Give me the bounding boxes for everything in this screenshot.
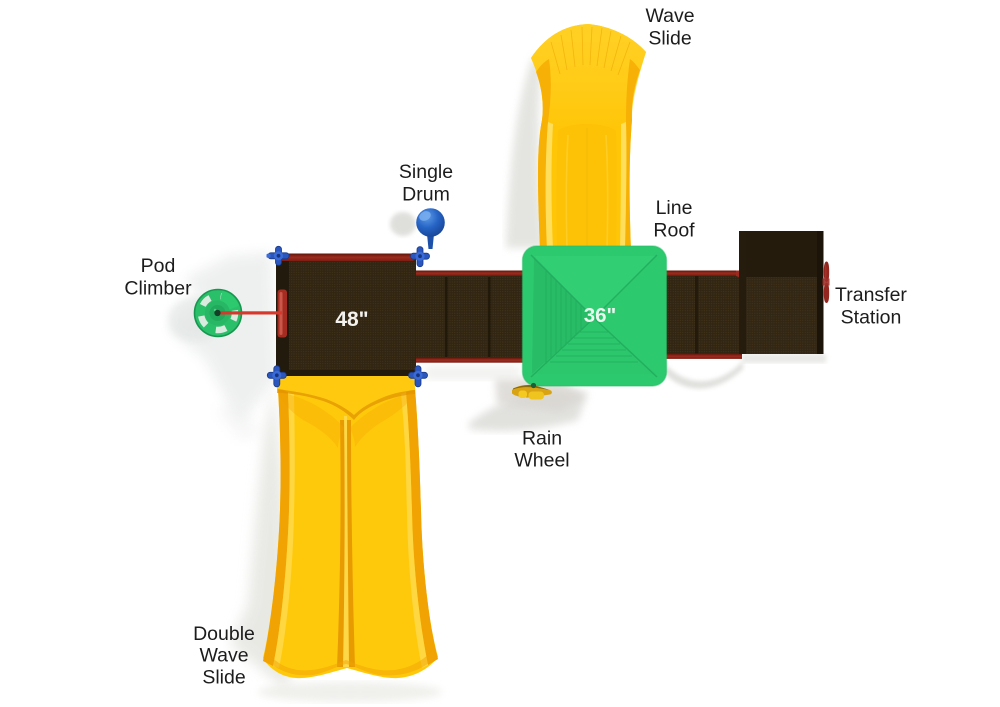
svg-text:Pod: Pod [141, 255, 176, 277]
svg-text:Line: Line [656, 197, 693, 219]
svg-text:Double: Double [193, 623, 255, 645]
svg-text:Rain: Rain [522, 428, 562, 450]
svg-text:48": 48" [335, 308, 368, 331]
svg-text:Transfer: Transfer [835, 284, 907, 306]
svg-text:Single: Single [399, 161, 453, 183]
svg-text:Drum: Drum [402, 184, 450, 206]
svg-text:Wave: Wave [645, 5, 694, 27]
svg-text:Slide: Slide [202, 667, 245, 689]
svg-text:Roof: Roof [653, 220, 695, 242]
svg-text:Station: Station [841, 307, 902, 329]
svg-text:Wheel: Wheel [514, 450, 569, 472]
svg-text:Climber: Climber [124, 278, 192, 300]
svg-text:36": 36" [584, 304, 617, 327]
svg-text:Slide: Slide [648, 28, 691, 50]
svg-text:Wave: Wave [199, 645, 248, 667]
